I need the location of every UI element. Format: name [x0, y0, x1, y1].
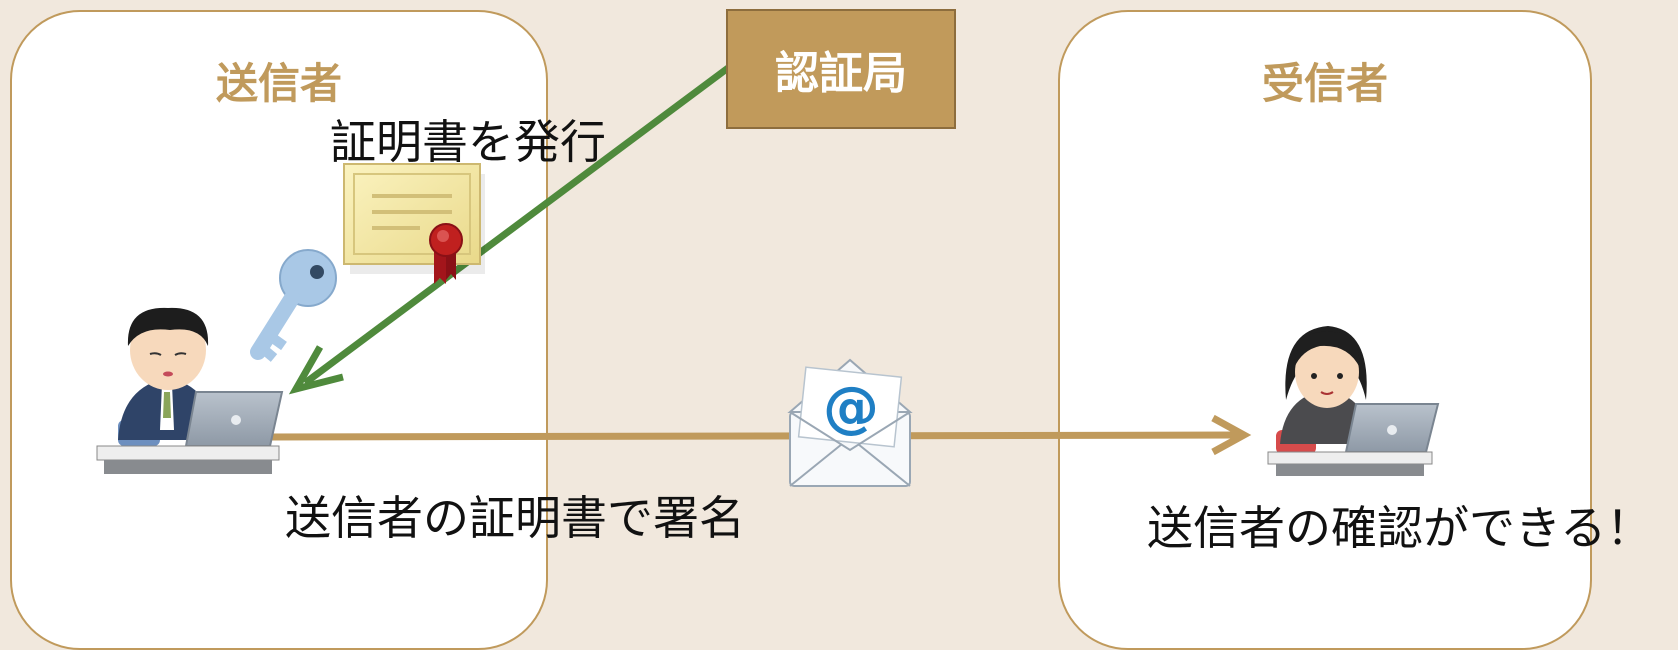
issue-certificate-caption: 証明書を発行	[330, 115, 606, 169]
sign-caption: 送信者の証明書で署名	[285, 491, 745, 545]
receiver-person-icon	[1267, 326, 1440, 476]
certificate-authority-label: 認証局	[775, 48, 907, 99]
receiver-title: 受信者	[1261, 59, 1388, 108]
email-at-symbol: @	[823, 375, 879, 440]
issue-arrow	[288, 65, 731, 395]
certificate-icon	[343, 163, 485, 284]
envelope-icon: @	[787, 358, 913, 487]
sender-person-icon	[96, 307, 284, 474]
diagram-canvas: @	[96, 65, 1440, 487]
send-arrow	[267, 414, 1252, 456]
sender-title: 送信者	[215, 59, 342, 108]
key-icon	[250, 249, 337, 362]
confirm-caption: 送信者の確認ができる！	[1147, 501, 1653, 555]
certificate-authority-box: 認証局	[726, 9, 956, 129]
